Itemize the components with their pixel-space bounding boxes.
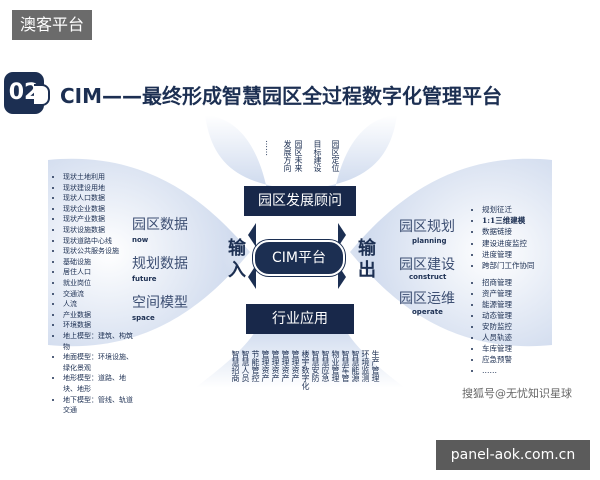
top-column-target-construction: 目标建设: [313, 140, 322, 172]
bottom-column-property-management: 物业管理: [331, 350, 340, 382]
site-banner: panel-aok.com.cn: [436, 440, 590, 470]
list-item: 车库管理: [482, 343, 512, 354]
construct-items-list: 建设进度监控 进度管理 跨部门工作协同: [472, 238, 535, 271]
planning-items-list: 规划征迁 1:1三维建模 数据链接: [472, 204, 525, 237]
list-item: 资产管理: [482, 288, 512, 299]
input-label: 输入: [225, 238, 246, 282]
bottom-column-smart-parking: 智慧车管: [341, 350, 350, 382]
list-item: 现状公共服务设施: [63, 246, 143, 257]
right-wing: [350, 158, 552, 347]
top-column-park-positioning: 园区定位: [331, 140, 340, 172]
top-column-development-direction: 发展方向: [283, 140, 292, 172]
bottom-funnel: [195, 320, 405, 388]
list-item: 地下模型：管线、轨道交通: [63, 395, 135, 416]
output-label: 输出: [355, 238, 376, 282]
bottom-column-smart-emergency: 智慧应急: [321, 350, 330, 382]
list-item: 规划征迁: [482, 204, 525, 215]
input-group-planning-data: 规划数据: [132, 256, 188, 272]
corner-tag: 澳客平台: [12, 10, 92, 40]
list-item: 交通流: [63, 289, 143, 300]
list-item: 应急预警: [482, 354, 512, 365]
bottom-column-energy-control: 节能管控: [251, 350, 260, 382]
list-item: 招商管理: [482, 277, 512, 288]
bottom-column-production-management: 生产管理: [371, 350, 380, 382]
bottom-column-environment-monitoring: 环境监测: [361, 350, 370, 382]
park-development-advisor-box: 园区发展顾问: [244, 186, 356, 216]
list-item: 居住人口: [63, 267, 143, 278]
output-group-operation-en: operate: [412, 308, 443, 316]
input-group-park-data: 园区数据: [132, 217, 188, 233]
list-item: 现状企业数据: [63, 204, 143, 215]
list-item: 现状设施数据: [63, 225, 143, 236]
bottom-column-smart-investment: 智慧招商: [231, 350, 240, 382]
list-item: 现状产业数据: [63, 214, 143, 225]
bottom-column-smart-security: 智慧安防: [311, 350, 320, 382]
input-group-park-data-en: now: [132, 236, 149, 244]
top-column-etc: ……: [264, 140, 273, 156]
list-item: 进度管理: [482, 249, 535, 260]
badge-decoration: [34, 84, 50, 106]
output-group-construction-en: construct: [409, 273, 447, 281]
list-item: 能源管理: [482, 299, 512, 310]
list-item: 现状道路中心线: [63, 236, 143, 247]
bottom-column-building-digital: 楼宇数字化: [301, 350, 310, 390]
list-item: 动态管理: [482, 310, 512, 321]
arrow-left-tip: [248, 223, 256, 247]
top-column-park-future: 园区未来: [294, 140, 303, 172]
cim-platform-core: CIM平台: [253, 240, 345, 276]
output-group-planning: 园区规划: [399, 219, 455, 235]
output-group-planning-en: planning: [412, 237, 447, 245]
input-data-list: 现状土地利用 现状建设用地 现状人口数据 现状企业数据 现状产业数据 现状设施数…: [54, 172, 143, 331]
list-item: 安防监控: [482, 321, 512, 332]
output-group-construction: 园区建设: [399, 257, 455, 273]
page-title: CIM——最终形成智慧园区全过程数字化管理平台: [60, 84, 503, 108]
output-group-operation: 园区运维: [399, 291, 455, 307]
list-item: 现状建设用地: [63, 183, 143, 194]
bottom-column-smart-personnel: 智慧人员: [241, 350, 250, 382]
top-funnel: [205, 115, 397, 195]
list-item: 现状人口数据: [63, 193, 143, 204]
input-group-planning-data-en: future: [132, 275, 157, 283]
arrow-left-tip-lower: [248, 265, 256, 289]
list-item: 跨部门工作协同: [482, 260, 535, 271]
input-group-space-model-en: space: [132, 314, 155, 322]
list-item: 人员轨迹: [482, 332, 512, 343]
list-item: 地上模型：建筑、构筑物: [63, 331, 135, 352]
list-item: ……: [482, 365, 512, 376]
industry-application-box: 行业应用: [246, 304, 354, 334]
list-item: 地形模型：道路、地块、地形: [63, 373, 135, 394]
list-item: 环境数据: [63, 320, 143, 331]
arrow-right-tip: [338, 223, 346, 247]
list-item: 基础设施: [63, 257, 143, 268]
input-group-space-model: 空间模型: [132, 295, 188, 311]
list-item: 人流: [63, 299, 143, 310]
list-item: 1:1三维建模: [482, 215, 525, 226]
list-item: 产业数据: [63, 310, 143, 321]
bottom-column-asset-management: 管理资产: [271, 350, 280, 382]
list-item: 就业岗位: [63, 278, 143, 289]
list-item: 建设进度监控: [482, 238, 535, 249]
list-item: 现状土地利用: [63, 172, 143, 183]
bottom-column-asset-management: 管理资产: [261, 350, 270, 382]
list-item: 地面模型：环境设施、绿化景观: [63, 352, 135, 373]
bottom-column-asset-management: 管理资产: [281, 350, 290, 382]
bottom-column-smart-energy: 智慧能源: [351, 350, 360, 382]
left-wing: [48, 158, 250, 347]
operate-items-list: 招商管理 资产管理 能源管理 动态管理 安防监控 人员轨迹 车库管理 应急预警 …: [472, 277, 512, 376]
list-item: 数据链接: [482, 226, 525, 237]
input-model-list: 地上模型：建筑、构筑物 地面模型：环境设施、绿化景观 地形模型：道路、地块、地形…: [54, 331, 135, 416]
bottom-column-asset-management: 管理资产: [291, 350, 300, 382]
watermark-text: 搜狐号@无忧知识星球: [462, 387, 572, 400]
